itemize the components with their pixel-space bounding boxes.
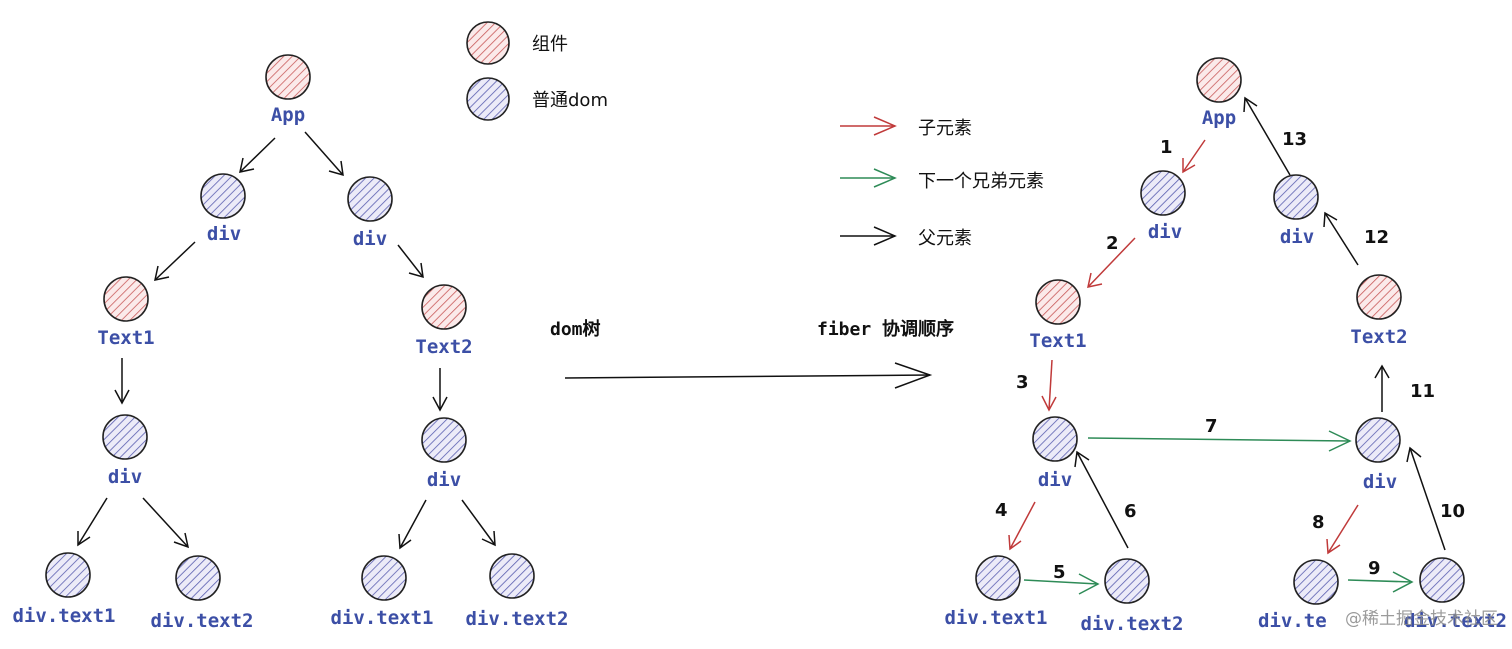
sibling-arrow-legend xyxy=(840,168,897,188)
left-div-c-label: div xyxy=(108,466,142,488)
right-div-a-node xyxy=(1140,170,1186,216)
right-leaf2-node xyxy=(1104,558,1150,604)
step-8: 8 xyxy=(1312,512,1325,533)
left-text1-node xyxy=(103,276,149,322)
left-app-node xyxy=(265,54,311,100)
dom-legend-swatch xyxy=(466,77,510,121)
step-3: 3 xyxy=(1016,372,1029,393)
right-leaf3-node xyxy=(1293,559,1339,605)
step-7: 7 xyxy=(1205,416,1218,437)
watermark: @稀土掘金技术社区 xyxy=(1345,609,1498,629)
right-div-c-node xyxy=(1032,416,1078,462)
step-10: 10 xyxy=(1440,501,1465,522)
right-leaf4-label: div.text2 xyxy=(1404,610,1507,632)
right-div-d-label: div xyxy=(1363,471,1397,493)
right-leaf2-label: div.text2 xyxy=(1081,613,1184,635)
left-tree-edges xyxy=(77,131,496,550)
left-leaf3-label: div.text1 xyxy=(331,607,434,629)
left-leaf4-node xyxy=(489,553,535,599)
step-6: 6 xyxy=(1124,501,1137,522)
right-text1-node xyxy=(1035,279,1081,325)
right-text2-label: Text2 xyxy=(1350,326,1407,348)
right-leaf1-node xyxy=(975,555,1021,601)
step-5: 5 xyxy=(1053,562,1066,583)
legend-sibling-label: 下一个兄弟元素 xyxy=(918,171,1044,192)
left-leaf3-node xyxy=(361,555,407,601)
right-div-b-node xyxy=(1273,174,1319,220)
right-app-label: App xyxy=(1202,107,1236,129)
component-legend-swatch xyxy=(466,21,510,65)
left-div-d-node xyxy=(421,417,467,463)
legend-parent-label: 父元素 xyxy=(918,228,972,249)
step-9: 9 xyxy=(1368,558,1381,579)
left-div-a-label: div xyxy=(207,223,241,245)
step-11: 11 xyxy=(1410,381,1435,402)
left-div-c-node xyxy=(102,414,148,460)
right-text1-label: Text1 xyxy=(1029,330,1086,352)
left-text1-label: Text1 xyxy=(97,327,154,349)
right-div-b-label: div xyxy=(1280,226,1314,248)
right-leaf3-label: div.te xyxy=(1258,610,1327,632)
legend: 组件 普通dom 子元素 下一个兄弟元素 父元素 xyxy=(466,21,1044,249)
step-13: 13 xyxy=(1282,129,1307,150)
child-arrow-legend xyxy=(840,116,897,136)
parent-arrows xyxy=(1074,96,1446,551)
left-tree: App div div Text1 Text2 div div div.text… xyxy=(13,54,569,632)
step-4: 4 xyxy=(995,500,1008,521)
left-app-label: App xyxy=(271,104,305,126)
left-leaf1-node xyxy=(45,552,91,598)
right-tree: 1 2 3 4 5 6 7 8 9 10 11 12 13 App div di… xyxy=(945,57,1507,635)
left-text2-node xyxy=(421,284,467,330)
right-leaf1-label: div.text1 xyxy=(945,607,1048,629)
step-2: 2 xyxy=(1106,233,1119,254)
fiber-order-title: fiber 协调顺序 xyxy=(817,318,954,340)
left-div-b-label: div xyxy=(353,228,387,250)
left-leaf2-node xyxy=(175,555,221,601)
sibling-arrows xyxy=(1023,430,1414,595)
step-12: 12 xyxy=(1364,227,1389,248)
left-div-a-node xyxy=(200,173,246,219)
right-div-a-label: div xyxy=(1148,221,1182,243)
child-arrows xyxy=(1008,139,1359,555)
left-leaf4-label: div.text2 xyxy=(466,608,569,630)
legend-dom-label: 普通dom xyxy=(532,90,608,111)
right-div-c-label: div xyxy=(1038,469,1072,491)
left-div-b-node xyxy=(347,176,393,222)
right-app-node xyxy=(1196,57,1242,103)
legend-component-label: 组件 xyxy=(532,34,568,55)
transform-arrow xyxy=(564,362,933,389)
dom-tree-title: dom树 xyxy=(550,318,601,340)
step-1: 1 xyxy=(1160,137,1173,158)
legend-child-label: 子元素 xyxy=(918,118,972,139)
right-leaf4-node xyxy=(1419,557,1465,603)
right-div-d-node xyxy=(1355,417,1401,463)
left-div-d-label: div xyxy=(427,469,461,491)
parent-arrow-legend xyxy=(840,226,897,246)
left-leaf2-label: div.text2 xyxy=(151,610,254,632)
right-text2-node xyxy=(1356,274,1402,320)
left-text2-label: Text2 xyxy=(415,336,472,358)
left-leaf1-label: div.text1 xyxy=(13,605,116,627)
